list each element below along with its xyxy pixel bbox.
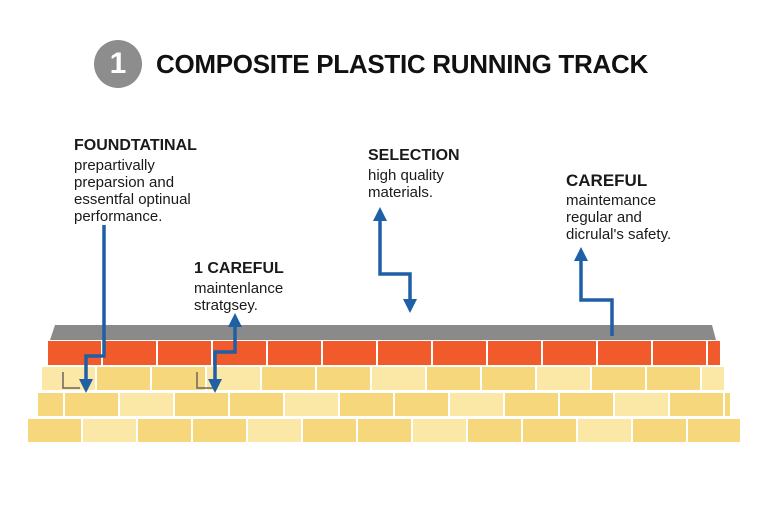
- yellow-base-layer-brick: [120, 393, 173, 416]
- callout-line: maintenlance: [194, 280, 284, 297]
- callout-line: maintemance: [566, 192, 657, 209]
- callout-line: essentfal optinual: [74, 191, 191, 208]
- yellow-base-layer-brick: [248, 419, 301, 442]
- callout-foundational: FOUNDTATINAL prepartivally preparsion an…: [74, 137, 197, 225]
- yellow-base-layer-brick: [468, 419, 521, 442]
- red-layer-brick: [158, 341, 211, 365]
- red-layer-brick: [103, 341, 156, 365]
- yellow-base-layer-brick: [725, 393, 730, 416]
- yellow-base-layer-brick: [395, 393, 448, 416]
- callout-heading: 1 CAREFUL: [194, 260, 284, 277]
- surface-layer: [50, 325, 716, 340]
- callout-line: performance.: [74, 208, 163, 225]
- red-layer-brick: [378, 341, 431, 365]
- yellow-base-layer-brick: [537, 367, 590, 390]
- callout-heading: FOUNDTATINAL: [74, 137, 197, 154]
- red-layer-brick: [543, 341, 596, 365]
- callout-selection: SELECTION high quality materials.: [368, 147, 460, 201]
- yellow-base-layer-brick: [413, 419, 466, 442]
- callout-arrows: [79, 207, 614, 393]
- yellow-base-layer-brick: [285, 393, 338, 416]
- red-layer-brick: [48, 341, 101, 365]
- callout-arrow: [208, 313, 242, 393]
- callout-body: prepartivally preparsion and essentfal o…: [74, 157, 197, 225]
- yellow-base-layer-brick: [230, 393, 283, 416]
- track-layers: [28, 325, 740, 442]
- yellow-base-layer-brick: [592, 367, 645, 390]
- callout-arrow: [373, 207, 417, 313]
- yellow-base-layer-brick: [340, 393, 393, 416]
- red-layer-brick: [433, 341, 486, 365]
- yellow-base-layer-brick: [688, 419, 740, 442]
- callout-line: prepartivally: [74, 157, 155, 174]
- red-layer-brick: [323, 341, 376, 365]
- callout-line: preparsion and: [74, 174, 175, 191]
- red-layer-brick: [653, 341, 706, 365]
- callout-line: stratgsey.: [194, 297, 258, 314]
- red-layer-brick: [598, 341, 651, 365]
- callout-line: high quality: [368, 167, 444, 184]
- yellow-base-layer-brick: [633, 419, 686, 442]
- yellow-base-layer-brick: [578, 419, 631, 442]
- bracket-mark: [62, 372, 80, 389]
- yellow-base-layer-brick: [372, 367, 425, 390]
- yellow-base-layer-brick: [38, 393, 63, 416]
- yellow-base-layer-brick: [427, 367, 480, 390]
- yellow-base-layer-brick: [97, 367, 150, 390]
- yellow-base-layer-brick: [193, 419, 246, 442]
- yellow-base-layer-brick: [702, 367, 724, 390]
- yellow-base-layer-brick: [523, 419, 576, 442]
- callout-heading: SELECTION: [368, 147, 460, 164]
- callout-body: maintenlance stratgsey.: [194, 280, 284, 314]
- callout-body: high quality materials.: [368, 167, 460, 201]
- yellow-base-layer-brick: [175, 393, 228, 416]
- callout-line: regular and: [566, 209, 642, 226]
- yellow-base-layer-brick: [28, 419, 81, 442]
- yellow-base-layer-brick: [138, 419, 191, 442]
- yellow-base-layer-brick: [647, 367, 700, 390]
- yellow-base-layer-brick: [303, 419, 356, 442]
- red-layer-brick: [268, 341, 321, 365]
- header: 1 COMPOSITE PLASTIC RUNNING TRACK: [94, 40, 648, 88]
- red-layer-brick: [708, 341, 720, 365]
- yellow-base-layer-brick: [262, 367, 315, 390]
- yellow-base-layer-brick: [152, 367, 205, 390]
- red-layer-brick: [488, 341, 541, 365]
- yellow-base-layer-brick: [65, 393, 118, 416]
- yellow-base-layer-brick: [670, 393, 723, 416]
- callout-line: dicrulal's safety.: [566, 226, 672, 243]
- callout-body: maintemance regular and dicrulal's safet…: [566, 192, 671, 243]
- yellow-base-layer-brick: [505, 393, 558, 416]
- yellow-base-layer-brick: [317, 367, 370, 390]
- callout-careful-strategy: 1 CAREFUL maintenlance stratgsey.: [194, 260, 284, 314]
- callout-careful-maintenance: CAREFUL maintemance regular and dicrulal…: [566, 171, 671, 244]
- yellow-base-layer-brick: [358, 419, 411, 442]
- yellow-base-layer-brick: [615, 393, 668, 416]
- callout-heading: CAREFUL: [566, 171, 648, 190]
- callout-arrow: [79, 225, 106, 393]
- step-number-badge: 1: [94, 40, 142, 88]
- callout-line: materials.: [368, 184, 434, 201]
- yellow-base-layer-brick: [83, 419, 136, 442]
- yellow-base-layer-brick: [450, 393, 503, 416]
- yellow-base-layer-brick: [560, 393, 613, 416]
- yellow-base-layer-brick: [482, 367, 535, 390]
- page-title: COMPOSITE PLASTIC RUNNING TRACK: [156, 48, 648, 79]
- callout-arrow: [574, 247, 614, 336]
